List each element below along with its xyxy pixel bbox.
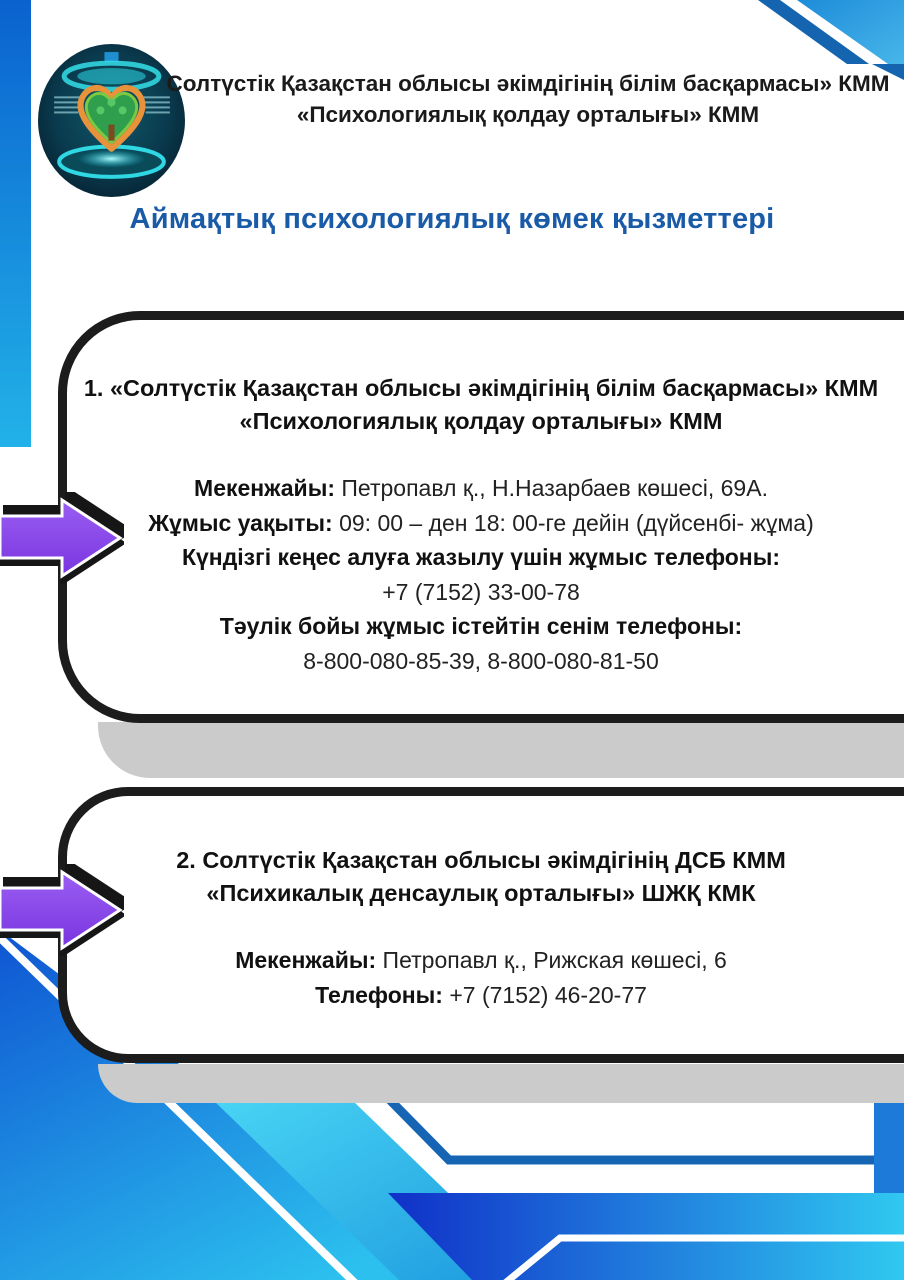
card2-address-row: Мекенжайы: Петропавл қ., Рижская көшесі,… <box>235 947 727 973</box>
card1-daytime-phone-label-row: Күндізгі кеңес алуға жазылу үшін жұмыс т… <box>181 544 781 570</box>
card2-phone-row: Телефоны: +7 (7152) 46-20-77 <box>315 981 647 1008</box>
left-blue-bar <box>0 0 31 447</box>
arrow-pointer-card1-icon <box>0 492 124 584</box>
page-title: Аймақтық психологиялық көмек қызметтері <box>129 203 775 235</box>
card2-heading-line2: «Психикалық денсаулық орталығы» ШЖҚ КМК <box>206 880 756 906</box>
bottom-white-chevron <box>503 1234 904 1280</box>
card1-address-row: Мекенжайы: Петропавл қ., Н.Назарбаев көш… <box>194 475 768 501</box>
card-psychological-support-center: 1. «Солтүстік Қазақстан облысы әкімдігін… <box>58 311 904 723</box>
card1-daytime-phone-number-row: +7 (7152) 33-00-78 <box>382 578 580 605</box>
top-right-accent <box>872 64 904 80</box>
card1-heading: 1. «Солтүстік Қазақстан облысы әкімдігін… <box>67 372 895 438</box>
card-mental-health-center: 2. Солтүстік Қазақстан облысы әкімдігіні… <box>58 787 904 1063</box>
card1-shadow <box>98 722 904 778</box>
top-right-thin-stripe <box>758 0 869 64</box>
white-diagonal-line <box>0 932 358 1280</box>
header-org-line1: Солтүстік Қазақстан облысы әкімдігінің б… <box>166 71 890 96</box>
card1-heading-line1: 1. «Солтүстік Қазақстан облысы әкімдігін… <box>83 375 879 401</box>
hologram-heart-tree-logo-icon <box>38 44 185 197</box>
arrow-pointer-card2-icon <box>0 864 124 956</box>
card1-hours-row: Жұмыс уақыты: 09: 00 – ден 18: 00-ге дей… <box>148 509 814 536</box>
card1-hotline-label-row: Тәулік бойы жұмыс істейтін сенім телефон… <box>219 613 743 639</box>
right-edge-rect <box>874 1099 904 1200</box>
dark-blue-angled-line <box>384 1094 876 1165</box>
card1-hotline-numbers-row: 8-800-080-85-39, 8-800-080-81-50 <box>303 647 659 674</box>
card2-heading-line1: 2. Солтүстік Қазақстан облысы әкімдігіні… <box>176 847 786 873</box>
header-org-name: Солтүстік Қазақстан облысы әкімдігінің б… <box>152 68 904 130</box>
card2-heading: 2. Солтүстік Қазақстан облысы әкімдігіні… <box>67 844 895 910</box>
top-right-ribbon <box>797 0 904 64</box>
card1-details: Мекенжайы: Петропавл қ., Н.Назарбаев көш… <box>67 471 895 678</box>
card1-heading-line2: «Психологиялық қолдау орталығы» КММ <box>239 408 723 434</box>
card2-shadow <box>98 1064 904 1103</box>
header-org-line2: «Психологиялық қолдау орталығы» КММ <box>296 102 760 127</box>
card2-details: Мекенжайы: Петропавл қ., Рижская көшесі,… <box>67 943 895 1012</box>
